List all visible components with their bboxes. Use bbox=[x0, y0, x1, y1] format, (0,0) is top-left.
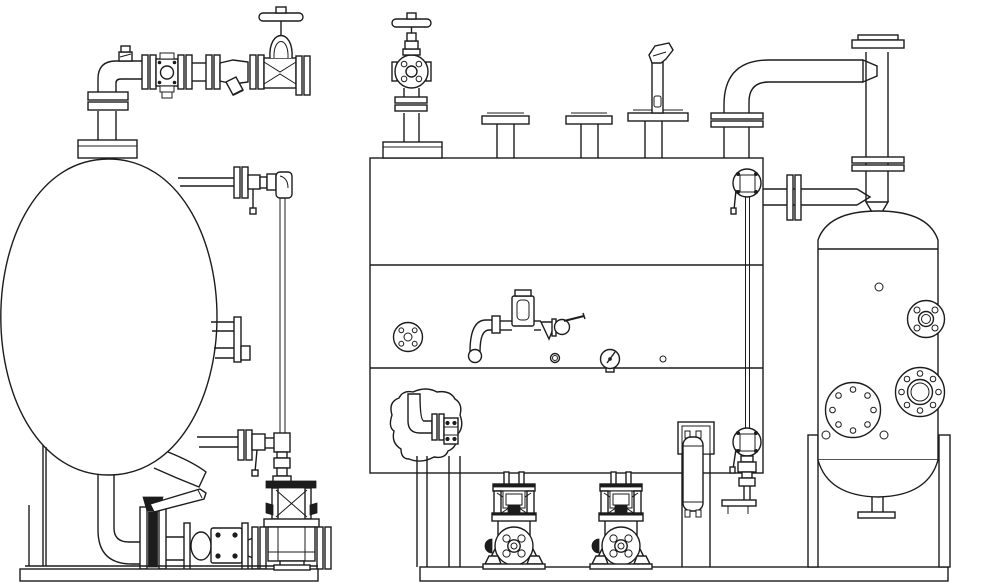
tank-top-globe-valve bbox=[382, 12, 443, 159]
flanged-sight-port bbox=[894, 366, 946, 418]
gauge-column-with-blowdown bbox=[721, 168, 762, 514]
tank-top-pad bbox=[77, 139, 138, 159]
flanged-nozzle-small bbox=[906, 299, 946, 339]
pressure-gauge bbox=[599, 348, 667, 373]
top-piping-train bbox=[87, 6, 311, 140]
plug-port bbox=[874, 282, 884, 292]
vertical-multistage-pump-1 bbox=[482, 471, 546, 570]
vessel-leg-left bbox=[807, 434, 819, 568]
tank-bottom-chine bbox=[153, 451, 207, 488]
left-skid-base bbox=[19, 445, 319, 582]
gauge-glass-assembly bbox=[467, 289, 586, 364]
main-base bbox=[419, 566, 949, 582]
drip-tray bbox=[721, 499, 757, 507]
inspection-cutout bbox=[389, 388, 463, 462]
vertical-multistage-pump-2 bbox=[589, 471, 653, 570]
vessel-leg-right bbox=[938, 434, 951, 568]
sight-flow-box bbox=[166, 522, 259, 571]
sight-flow-indicator bbox=[155, 52, 179, 99]
probe-head bbox=[648, 42, 674, 64]
tank-support-pipes bbox=[416, 456, 461, 567]
vertical-separator-vessel bbox=[807, 210, 951, 568]
globe-valve-handwheel bbox=[258, 6, 311, 96]
y-strainer bbox=[219, 59, 249, 96]
level-probe-instrument bbox=[627, 42, 689, 158]
butterfly-valve bbox=[139, 488, 207, 570]
tank-top-nozzles bbox=[481, 112, 613, 158]
manway bbox=[824, 381, 882, 439]
tank-level-gauge bbox=[178, 166, 293, 484]
plug-port bbox=[659, 355, 667, 363]
suction-elbow bbox=[97, 474, 140, 565]
side-nozzle-pair bbox=[211, 316, 251, 363]
inline-pump-unit bbox=[251, 480, 332, 570]
oval-condensate-tank bbox=[0, 139, 218, 476]
overhead-pipework bbox=[710, 34, 905, 221]
probe-pot-on-leg bbox=[677, 421, 715, 567]
vent-fitting bbox=[118, 45, 133, 62]
blind-flange-face bbox=[392, 321, 424, 353]
butterfly-lever bbox=[149, 488, 207, 513]
